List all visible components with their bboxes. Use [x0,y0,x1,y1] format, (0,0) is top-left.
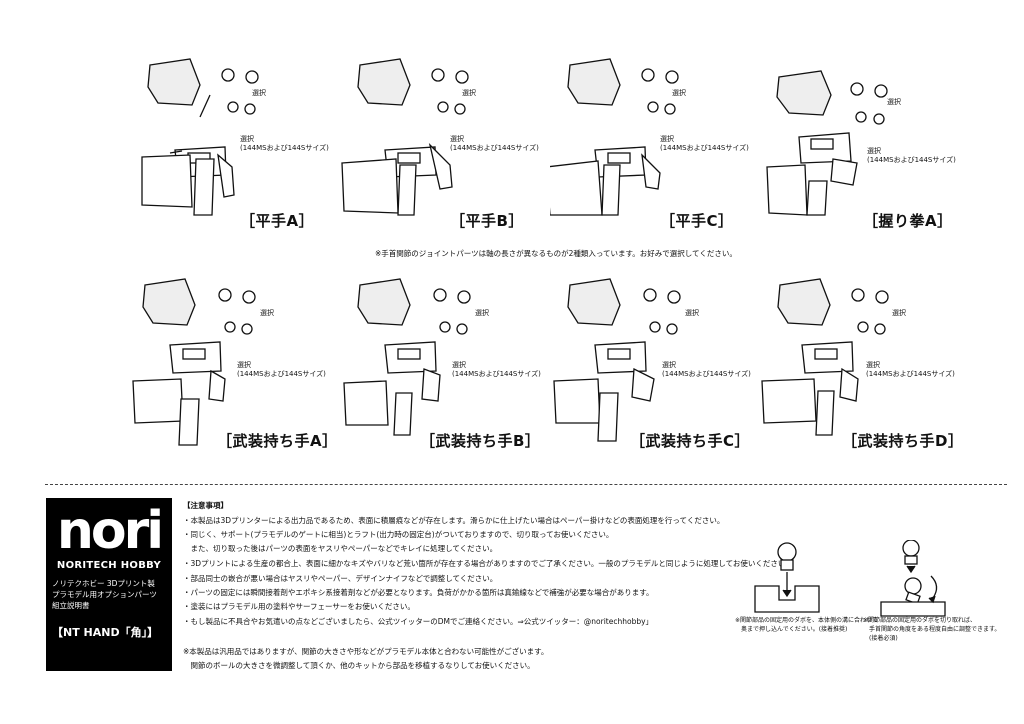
hand-panel: 選択 選択(144MSおよび144Sサイズ) ［平手B］ [340,55,580,255]
caution-line: ・本製品は3Dプリンターによる出力品であるため、表面に積層痕などが存在します。滑… [183,516,725,525]
select-label: 選択 [260,309,274,317]
hand-label: ［武装持ち手A］ [217,432,338,450]
joint-insert-diagram [754,540,946,617]
select-size-label: 選択(144MSおよび144Sサイズ) [450,135,539,152]
caution-line: ・部品同士の嵌合が悪い場合はヤスリやペーパー、デザインナイフなどで調整してくださ… [183,574,498,583]
select-label: 選択 [672,89,686,97]
caution-line: ・もし製品に不具合やお気遣いの点などございましたら、公式ツイッターのDMでご連絡… [183,617,654,626]
select-size-label: 選択(144MSおよび144Sサイズ) [660,135,749,152]
select-size-label: 選択(144MSおよび144Sサイズ) [452,361,541,378]
caution-line: また、切り取った後はパーツの表面をヤスリやペーパーなどでキレイに処理してください… [183,544,498,553]
caution-line: ・同じく、サポート(プラモデルのゲートに相当)とラフト(出力時の固定台)がついて… [183,530,614,539]
hand-panel: 選択 選択(144MSおよび144Sサイズ) ［武装持ち手C］ [550,275,790,475]
hand-panel: 選択 選択(144MSおよび144Sサイズ) ［平手A］ [130,55,370,255]
hand-panel: 選択 選択(144MSおよび144Sサイズ) ［握り拳A］ [765,55,1005,255]
select-label: 選択 [462,89,476,97]
caution-extra: 関節のボールの大きさを微調整して頂くか、他のキットから部品を移植するなりしてお使… [183,661,535,670]
hand-assembly-diagram [341,58,469,216]
select-label: 選択 [475,309,489,317]
hand-assembly-diagram [343,278,471,436]
brand-name: NORITECH HOBBY [56,560,162,571]
brand-description: ノリテクホビー 3Dプリント製 プラモデル用オプションパーツ 組立説明書 [52,579,157,610]
hand-label: ［平手C］ [660,212,734,230]
hand-assembly-diagram [553,278,681,442]
select-size-label: 選択(144MSおよび144Sサイズ) [240,135,329,152]
upper-note: ※手首関節のジョイントパーツは軸の長さが異なるものが2種類入っています。お好みで… [375,249,737,258]
hand-assembly-diagram [132,278,256,446]
side-note-right: ※関節部品の固定用のダボを切り取れば、 手首関節の角度をある程度自由に調整できま… [863,617,1001,642]
brand-logo: nori [56,501,164,561]
select-size-label: 選択(144MSおよび144Sサイズ) [867,147,956,164]
hand-label: ［平手B］ [450,212,524,230]
hand-label: ［武装持ち手B］ [420,432,541,450]
caution-line: ・パーツの固定には瞬間接着剤やエポキシ系接着剤などが必要となります。負荷がかかる… [183,588,654,597]
hand-panel: 選択 選択(144MSおよび144Sサイズ) ［平手C］ [550,55,790,255]
select-size-label: 選択(144MSおよび144Sサイズ) [866,361,955,378]
select-size-label: 選択(144MSおよび144Sサイズ) [662,361,751,378]
side-note-left: ※関節部品の固定用のダボを、本体側の溝に合わせて 奥まで押し込んでください。(接… [735,617,879,633]
hand-panel: 選択 選択(144MSおよび144Sサイズ) ［武装持ち手A］ [125,275,365,475]
select-label: 選択 [252,89,266,97]
hand-label: ［武装持ち手C］ [630,432,751,450]
hand-assembly-diagram [141,58,259,216]
select-label: 選択 [887,98,901,106]
hand-label: ［握り拳A］ [863,212,953,230]
hand-assembly-diagram [550,58,679,216]
caution-extra: ※本製品は汎用品ではありますが、関節の大きさや形などがプラモデル本体と合わない可… [183,647,549,656]
select-label: 選択 [892,309,906,317]
caution-line: ・塗装にはプラモデル用の塗料やサーフェーサーをお使いください。 [183,602,415,611]
joint-diagrams: ※関節部品の固定用のダボを、本体側の溝に合わせて 奥まで押し込んでください。(接… [735,540,1000,660]
brand-block: nori NORITECH HOBBY ノリテクホビー 3Dプリント製 プラモデ… [46,498,172,671]
product-name: 【NT HAND「角」】 [52,626,159,639]
hand-assembly-diagram [761,278,889,436]
dashed-divider [45,484,1007,485]
hand-assembly-diagram [766,70,888,216]
hand-panel: 選択 選択(144MSおよび144Sサイズ) ［武装持ち手B］ [340,275,580,475]
caution-line: ・3Dプリントによる生産の都合上、表面に細かなキズやバリなど荒い箇所が存在する場… [183,559,793,568]
select-size-label: 選択(144MSおよび144Sサイズ) [237,361,326,378]
hand-label: ［武装持ち手D］ [842,432,964,450]
select-label: 選択 [685,309,699,317]
caution-title: 【注意事項】 [183,501,228,510]
hand-panel: 選択 選択(144MSおよび144Sサイズ) ［武装持ち手D］ [760,275,1000,475]
hand-label: ［平手A］ [240,212,315,230]
